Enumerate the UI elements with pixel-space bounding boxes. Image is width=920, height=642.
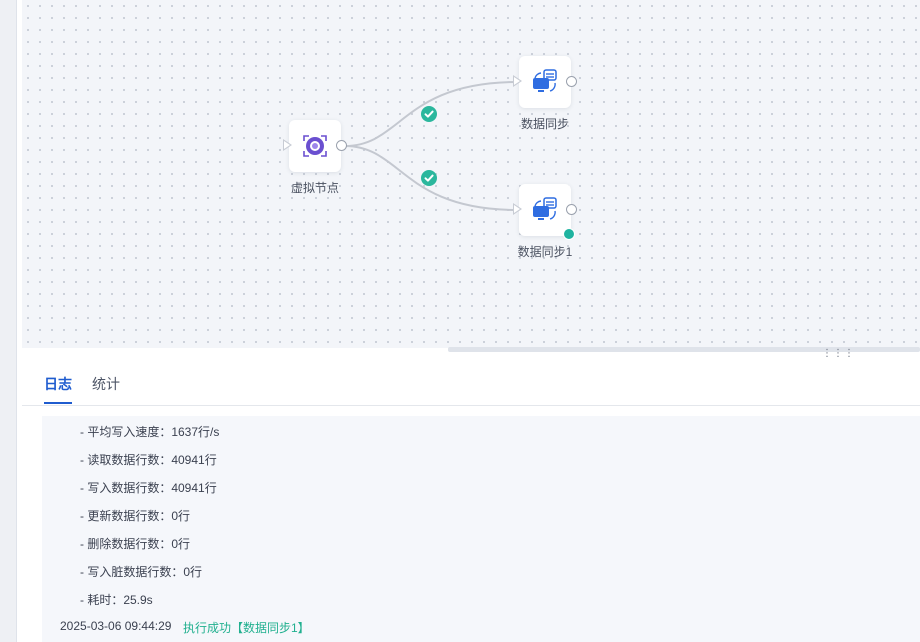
virtual-node-icon (303, 135, 327, 157)
log-timestamp: 2025-03-06 09:44:29 (60, 619, 172, 633)
output-port[interactable] (336, 140, 347, 151)
run-status-dot (563, 228, 575, 240)
log-line: - 写入数据行数：40941行 (80, 481, 217, 495)
data-sync-node-label: 数据同步 (520, 117, 570, 131)
log-line: - 平均写入速度：1637行/s (80, 425, 220, 439)
data-sync-icon (533, 197, 557, 220)
log-line: - 写入脏数据行数：0行 (80, 565, 203, 579)
input-port[interactable] (513, 75, 522, 87)
log-line: - 更新数据行数：0行 (80, 509, 191, 523)
canvas-horizontal-scrollbar[interactable] (448, 347, 920, 352)
edge-virtual-to-sync[interactable] (344, 81, 519, 147)
output-port[interactable] (566, 76, 577, 87)
bottom-panel-tabs: 日志 统计 (22, 358, 920, 406)
log-line: - 读取数据行数：40941行 (80, 453, 217, 467)
output-port[interactable] (566, 204, 577, 215)
left-rail (0, 0, 16, 642)
data-sync-node[interactable] (513, 56, 577, 108)
input-port[interactable] (283, 139, 292, 151)
tab-statistics[interactable]: 统计 (92, 376, 120, 392)
data-sync-1-node-label: 数据同步1 (517, 245, 573, 259)
log-line: - 耗时：25.9s (80, 593, 153, 607)
tab-log[interactable]: 日志 (44, 376, 72, 392)
edge-success-check-icon (421, 106, 437, 122)
log-line: - 删除数据行数：0行 (80, 537, 191, 551)
panel-resize-handle[interactable]: ⋮⋮⋮ (822, 348, 855, 359)
left-rail-divider (16, 0, 17, 642)
virtual-node[interactable] (283, 120, 347, 172)
data-sync-icon (533, 69, 557, 92)
log-panel[interactable]: - 平均写入速度：1637行/s - 读取数据行数：40941行 - 写入数据行… (42, 416, 920, 642)
input-port[interactable] (513, 203, 522, 215)
log-status-text: 执行成功【数据同步1】 (183, 621, 310, 635)
edge-layer (344, 81, 519, 211)
workflow-canvas[interactable]: 虚拟节点 数据同步 数据同步1 (22, 0, 920, 348)
data-sync-1-node[interactable] (513, 184, 577, 240)
edge-virtual-to-sync1[interactable] (344, 145, 519, 211)
edge-success-check-icon (421, 170, 437, 186)
virtual-node-label: 虚拟节点 (290, 181, 340, 195)
active-tab-indicator (44, 402, 72, 404)
